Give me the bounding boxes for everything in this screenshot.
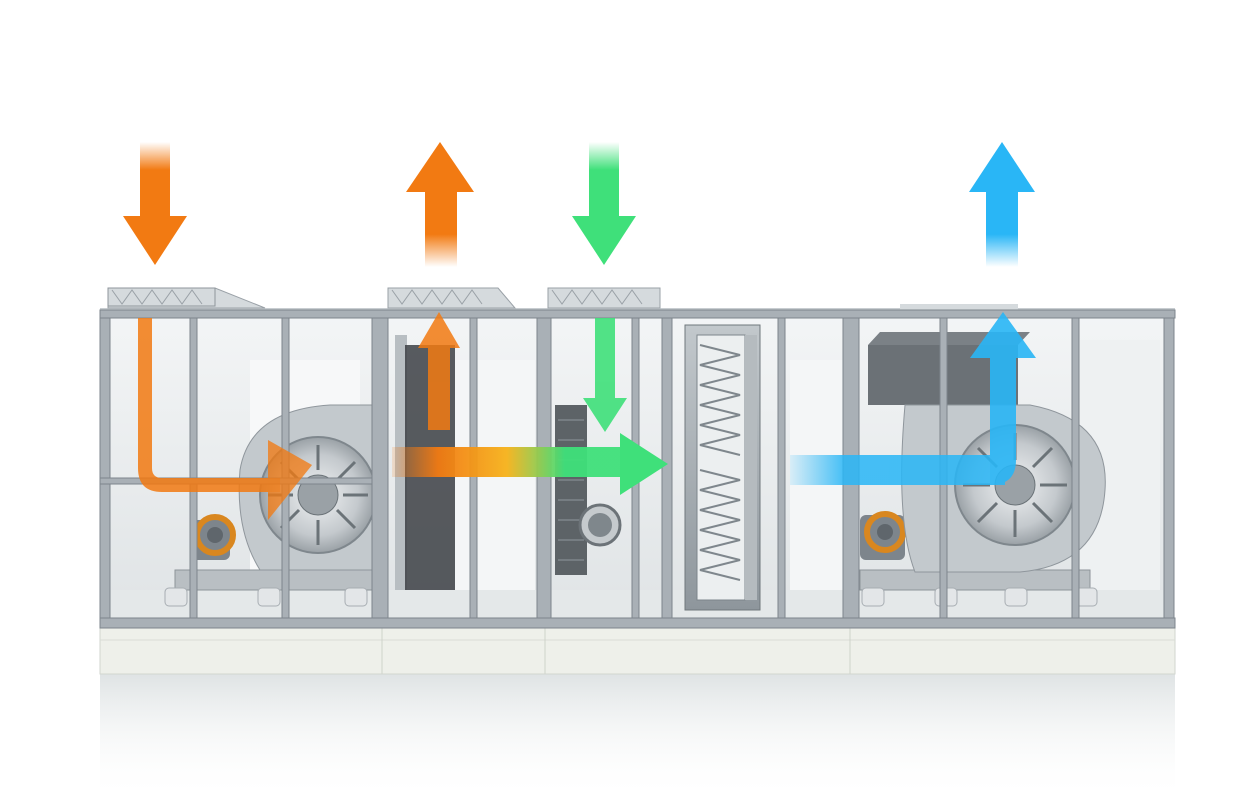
exhaust-air-path [418, 312, 460, 430]
fresh-air-path [583, 318, 627, 432]
fresh-air-grille [547, 287, 661, 309]
fresh-air-in-arrow [572, 142, 636, 265]
supply-fan-motor [860, 511, 906, 560]
supply-air-path [790, 312, 1036, 485]
unit-base [99, 627, 1176, 675]
return-air-path [138, 318, 312, 520]
supply-air-out-arrow [969, 142, 1035, 267]
return-air-grille [107, 287, 266, 309]
top-grilles [107, 287, 1018, 310]
exhaust-air-out-arrow [406, 142, 474, 267]
arrow-up-icon [406, 142, 474, 192]
vibration-mounts [164, 587, 368, 607]
supply-air-outlet [900, 304, 1018, 310]
arrow-down-icon [572, 216, 636, 265]
return-air-in-arrow [123, 142, 187, 265]
return-fan-motor [190, 514, 236, 560]
filter-section [555, 405, 622, 575]
heat-exchanger-coil [684, 324, 761, 611]
floor-reflection [100, 672, 1175, 800]
exhaust-air-grille [387, 287, 517, 309]
mixed-air-path [392, 433, 668, 495]
arrow-down-icon [123, 216, 187, 265]
filter-icon [555, 405, 587, 575]
arrow-up-icon [969, 142, 1035, 192]
